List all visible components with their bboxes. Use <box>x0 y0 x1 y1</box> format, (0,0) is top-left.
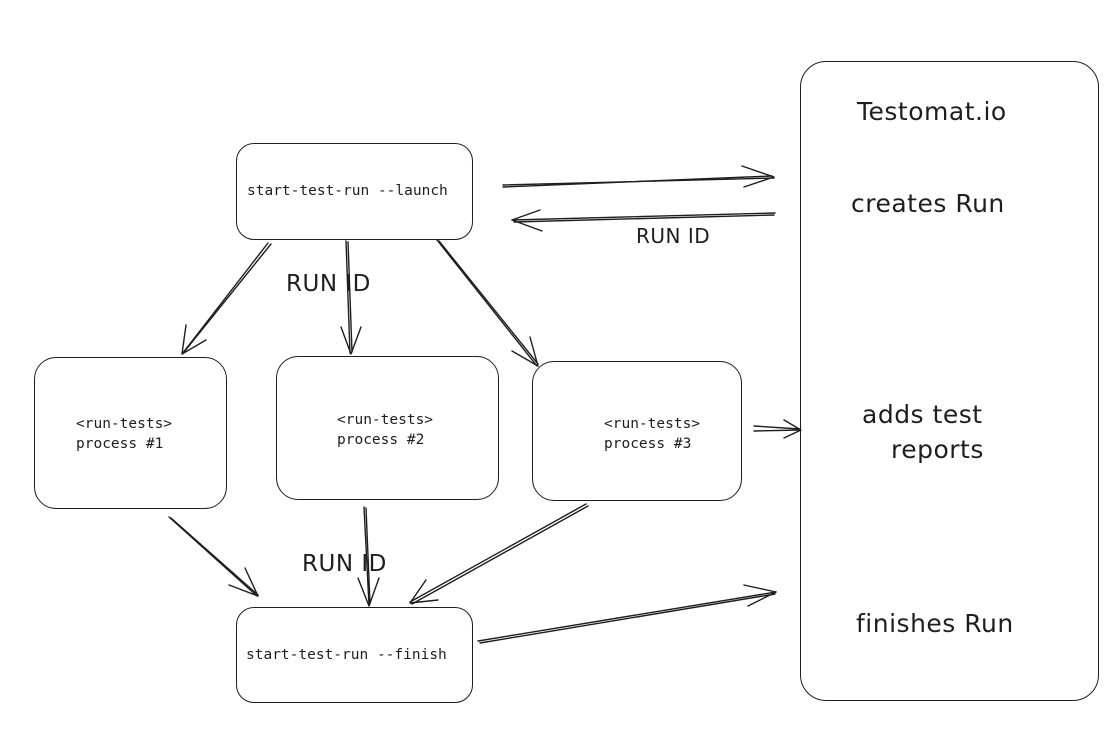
arrow-launch-to-process-3 <box>436 239 539 367</box>
edge-label-run-id-launch: RUN ID <box>286 271 371 297</box>
process-3-line-1: <run-tests> <box>604 416 701 432</box>
edge-label-run-id-return: RUN ID <box>636 224 711 248</box>
process-1-line-1: <run-tests> <box>76 416 173 432</box>
arrow-process-1-to-finish <box>168 516 259 597</box>
process-2-line-2: process #2 <box>337 432 425 448</box>
arrow-finish-to-service <box>477 584 777 644</box>
finish-box-label: start-test-run --finish <box>246 647 447 663</box>
service-step-reports: reports <box>891 435 984 464</box>
service-step-adds-test: adds test <box>862 400 983 429</box>
service-step-finishes-run: finishes Run <box>856 609 1014 638</box>
arrow-launch-to-process-1 <box>181 242 272 355</box>
finish-box <box>236 607 473 703</box>
process-box-2 <box>276 356 499 500</box>
service-title: Testomat.io <box>857 97 1007 126</box>
launch-box-label: start-test-run --launch <box>247 183 448 199</box>
arrow-process-3-to-finish <box>409 503 589 605</box>
process-2-line-1: <run-tests> <box>337 412 434 428</box>
arrow-process-2-to-finish <box>357 506 380 607</box>
service-panel <box>800 61 1099 701</box>
process-box-3 <box>532 361 742 501</box>
arrow-launch-to-service <box>502 165 775 188</box>
edge-label-run-id-finish: RUN ID <box>302 551 387 577</box>
arrow-process-3-to-service <box>753 419 802 439</box>
process-1-line-2: process #1 <box>76 436 164 452</box>
service-step-creates-run: creates Run <box>851 189 1005 218</box>
arrow-launch-to-process-2 <box>340 240 362 355</box>
arrow-service-to-launch <box>511 209 776 232</box>
process-box-1 <box>34 357 227 509</box>
process-3-line-2: process #3 <box>604 436 692 452</box>
launch-box <box>236 143 473 240</box>
